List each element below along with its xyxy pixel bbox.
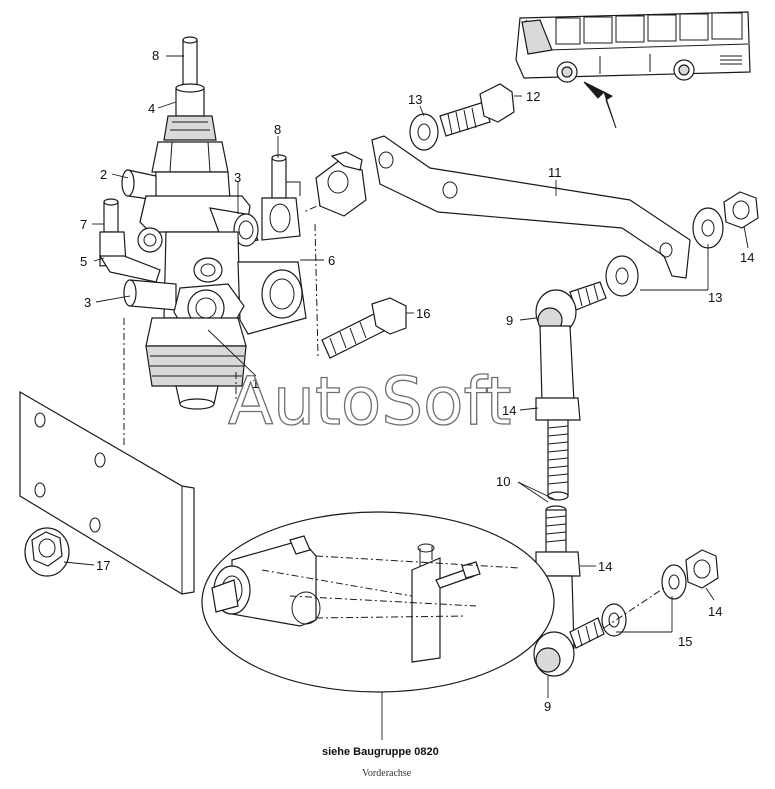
bus-thumbnail bbox=[515, 11, 751, 129]
callout-15: 15 bbox=[678, 634, 692, 649]
linkage-rod bbox=[533, 281, 607, 677]
callout-14: 14 bbox=[598, 559, 612, 574]
hex-nut bbox=[723, 191, 759, 229]
washer bbox=[605, 255, 639, 297]
callout-1: 1 bbox=[252, 376, 259, 391]
leveling-valve-assembly bbox=[98, 36, 307, 410]
callout-11: 11 bbox=[548, 165, 562, 180]
callout-16: 16 bbox=[416, 306, 430, 321]
watermark-text: AutoSoft bbox=[228, 363, 511, 440]
callout-6: 6 bbox=[328, 253, 335, 268]
front-axle-label: Vorderachse bbox=[362, 768, 412, 779]
hex-nut bbox=[685, 549, 719, 589]
flange-nut bbox=[24, 527, 70, 577]
callout-14: 14 bbox=[740, 250, 754, 265]
callout-14: 14 bbox=[502, 403, 516, 418]
callout-9: 9 bbox=[544, 699, 551, 714]
mounting-plate bbox=[19, 390, 195, 595]
lock-washer bbox=[661, 564, 687, 600]
callout-7: 7 bbox=[80, 217, 87, 232]
callout-2: 2 bbox=[100, 167, 107, 182]
callout-9: 9 bbox=[506, 313, 513, 328]
bracket-arm bbox=[371, 135, 691, 279]
callout-17: 17 bbox=[96, 558, 110, 573]
callout-10: 10 bbox=[496, 474, 510, 489]
callout-13: 13 bbox=[408, 92, 422, 107]
callout-leaders bbox=[63, 55, 749, 698]
washer bbox=[409, 113, 439, 151]
bolt bbox=[321, 297, 407, 359]
callout-labels: 8 4 2 7 5 3 3 8 6 1 13 12 11 14 13 16 9 … bbox=[80, 48, 754, 714]
callout-13: 13 bbox=[708, 290, 722, 305]
washer bbox=[692, 207, 724, 249]
detail-view-ellipse bbox=[201, 511, 555, 693]
hex-nut-block bbox=[315, 151, 367, 217]
callout-14: 14 bbox=[708, 604, 722, 619]
callout-12: 12 bbox=[526, 89, 540, 104]
callout-3: 3 bbox=[234, 170, 241, 185]
callout-4: 4 bbox=[148, 101, 155, 116]
lock-washer bbox=[601, 603, 627, 637]
callout-8: 8 bbox=[152, 48, 159, 63]
callout-8: 8 bbox=[274, 122, 281, 137]
see-assembly-caption: siehe Baugruppe 0820 bbox=[322, 746, 439, 758]
bolt bbox=[439, 83, 515, 137]
callout-5: 5 bbox=[80, 254, 87, 269]
callout-3: 3 bbox=[84, 295, 91, 310]
